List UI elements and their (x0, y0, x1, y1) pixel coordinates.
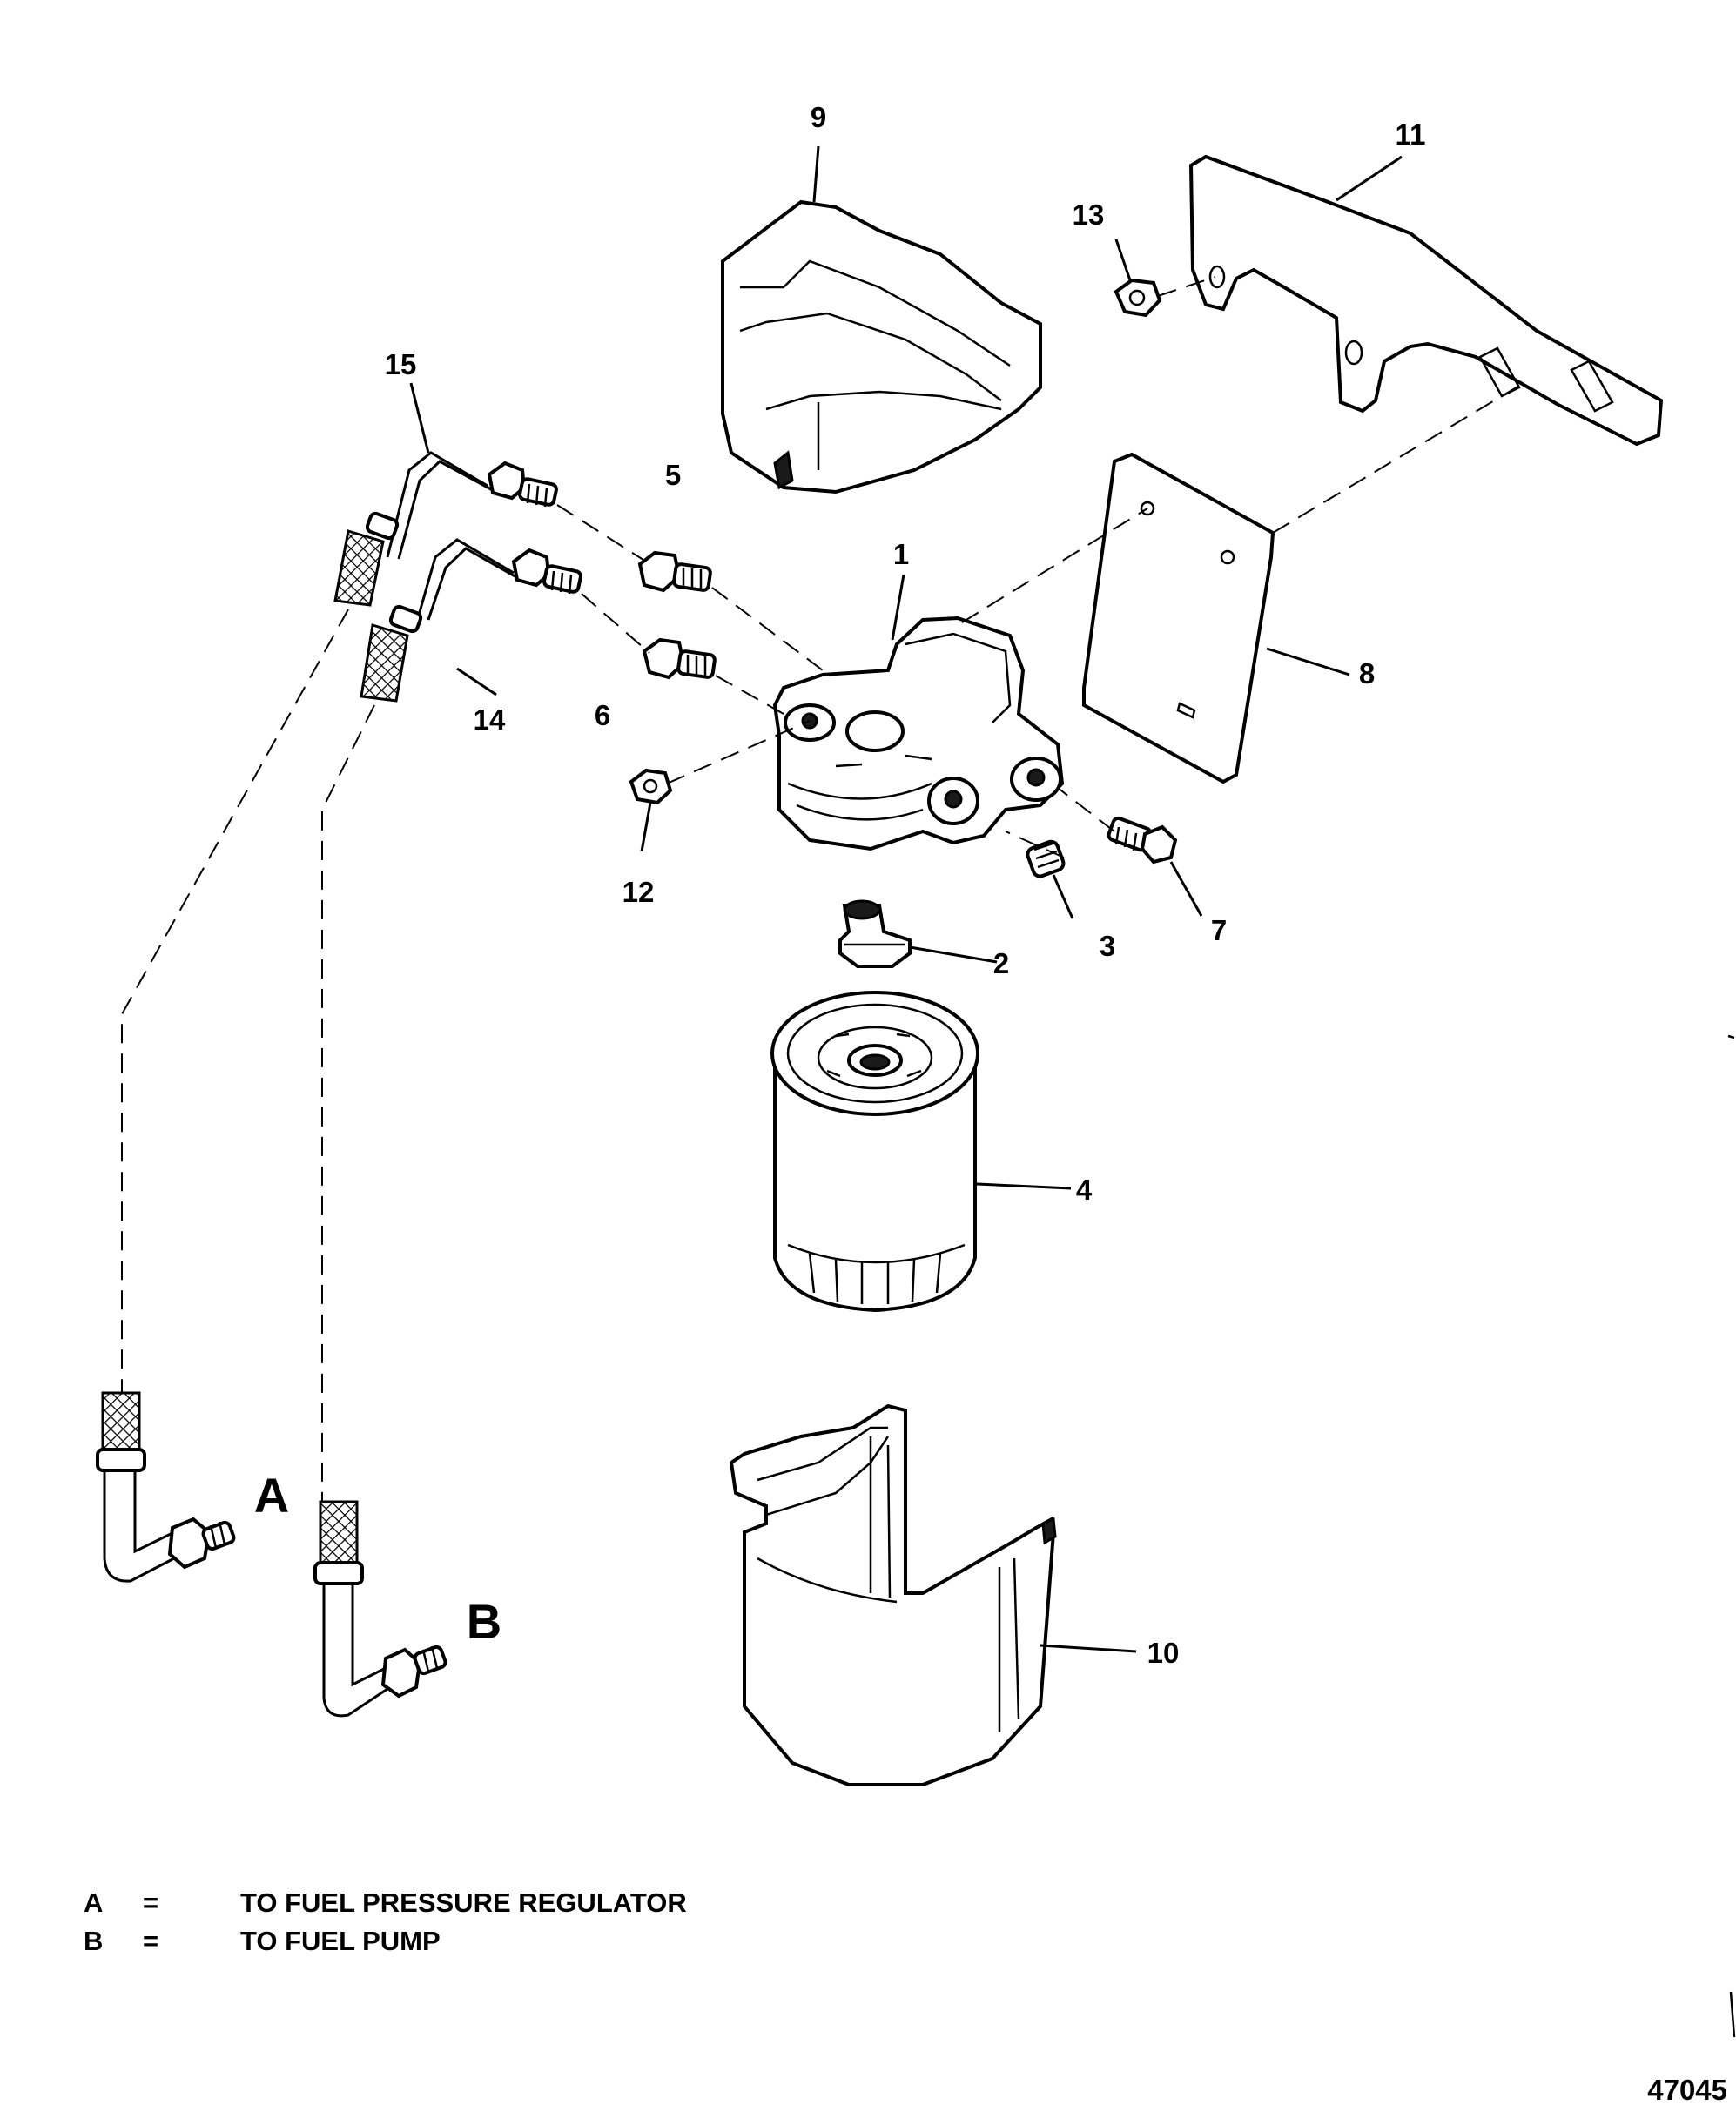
lower-filter-cover (729, 1403, 1057, 1786)
fuel-line-b (313, 538, 582, 1718)
head-nut (629, 768, 673, 805)
end-label-a: A (254, 1468, 289, 1523)
legend-row-a: A = TO FUEL PRESSURE REGULATOR (84, 1887, 687, 1919)
figure-number: 47045 (1647, 2074, 1727, 2106)
bracket-nut (1114, 278, 1162, 318)
callout-8: 8 (1359, 657, 1375, 690)
legend-key-b: B (84, 1926, 104, 1956)
filter-head (772, 616, 1065, 851)
legend-row-b: B = TO FUEL PUMP (84, 1926, 441, 1957)
callout-10: 10 (1147, 1637, 1180, 1669)
fuel-line-a (96, 451, 558, 1583)
legend-equals: = (143, 1926, 159, 1956)
callout-5: 5 (665, 459, 681, 491)
legend-key-a: A (84, 1887, 104, 1918)
fuel-filter (770, 991, 979, 1313)
fitting-5 (637, 550, 712, 593)
callout-12: 12 (622, 876, 655, 908)
fitting-6 (642, 637, 717, 680)
legend-equals: = (143, 1887, 159, 1918)
callout-11: 11 (1396, 118, 1426, 151)
callout-14: 14 (474, 703, 506, 736)
end-label-b: B (467, 1594, 501, 1649)
mounting-plate (1082, 452, 1275, 784)
mounting-bracket (1188, 154, 1664, 447)
legend-text-a: TO FUEL PRESSURE REGULATOR (240, 1887, 687, 1918)
callout-1: 1 (893, 538, 909, 570)
bolt-7 (1107, 816, 1178, 864)
callout-7: 7 (1211, 914, 1227, 946)
callout-13: 13 (1073, 198, 1105, 231)
callout-15: 15 (385, 348, 417, 380)
upper-filter-cover (721, 199, 1042, 494)
callout-9: 9 (811, 101, 826, 133)
callout-2: 2 (993, 947, 1009, 979)
callout-3: 3 (1100, 930, 1115, 962)
callout-6: 6 (595, 699, 610, 731)
filter-adapter (838, 899, 912, 968)
legend-text-b: TO FUEL PUMP (240, 1926, 441, 1956)
plug-3 (1026, 839, 1066, 878)
callout-4: 4 (1076, 1174, 1093, 1206)
